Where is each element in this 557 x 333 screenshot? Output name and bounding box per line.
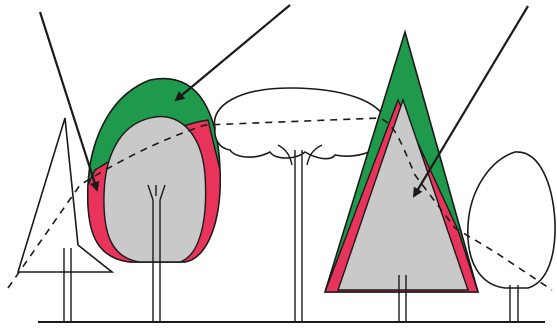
arrow-center (176, 5, 290, 100)
small-broadleaf-tree (468, 152, 555, 322)
broadleaf-tree (88, 79, 220, 322)
tall-conifer-tree (325, 32, 478, 322)
small-broadleaf-crown (468, 152, 555, 288)
broadleaf-inner-layer (104, 117, 206, 262)
